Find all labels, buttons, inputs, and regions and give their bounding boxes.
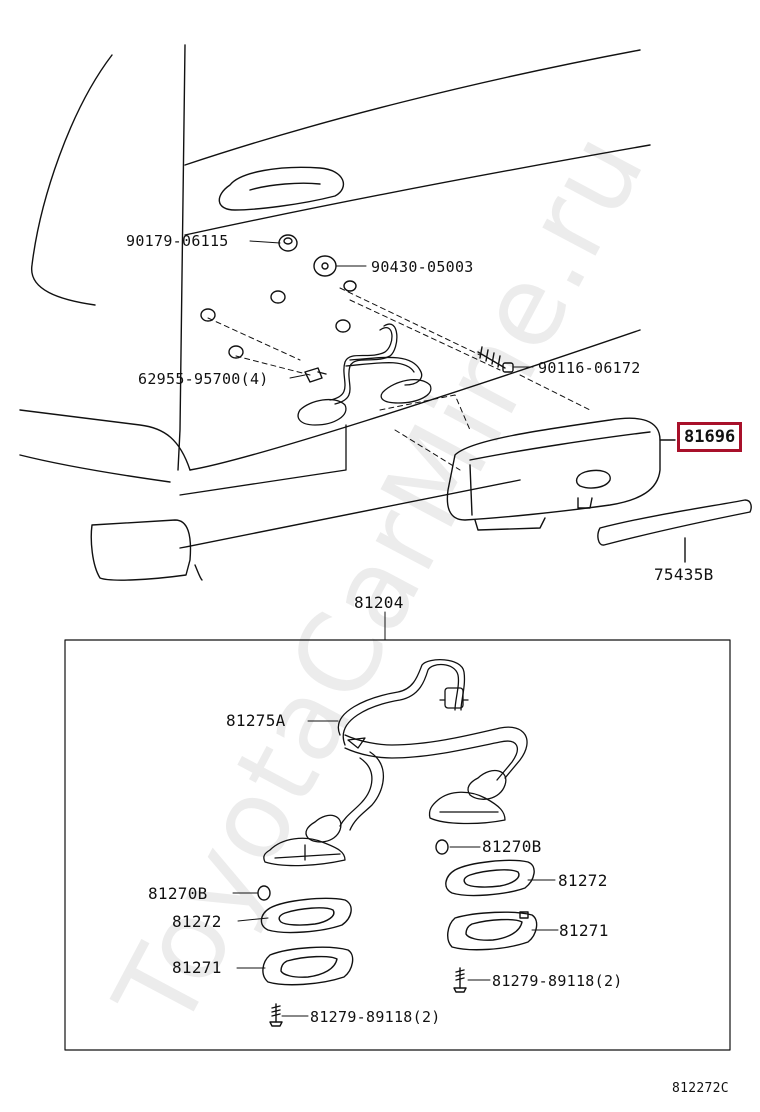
part-label-81696-highlighted[interactable]: 81696: [677, 422, 743, 452]
part-label-81271-right[interactable]: 81271: [559, 921, 609, 940]
part-label-90116-06172[interactable]: 90116-06172: [538, 359, 641, 377]
part-label-81271-left[interactable]: 81271: [172, 958, 222, 977]
bulb-81270b-right: [435, 839, 449, 855]
part-label-81204[interactable]: 81204: [354, 593, 404, 612]
part-label-81272-right[interactable]: 81272: [558, 871, 608, 890]
screw-81279-left: [269, 1003, 283, 1027]
harness-upper: [179, 323, 432, 496]
leader-lines-upper: [249, 240, 534, 379]
screw-90116: [477, 346, 514, 373]
vehicle-back-door: [19, 44, 651, 581]
fastener-90179: [278, 234, 298, 252]
diagram-code: 812272C: [672, 1081, 729, 1096]
leader-lines-lower: [232, 720, 559, 1017]
gasket-81272-right: [445, 859, 535, 897]
part-label-81275a[interactable]: 81275A: [226, 711, 286, 730]
bulb-81270b-left: [257, 885, 271, 901]
clip-62955: [304, 367, 327, 383]
washer-90430: [313, 255, 337, 277]
wire-harness-81275a: [263, 659, 528, 867]
part-label-81279-89118-right[interactable]: 81279-89118(2): [492, 972, 623, 990]
assembly-dashed-lines: [207, 287, 591, 471]
screw-81279-right: [453, 967, 467, 993]
gasket-81272-left: [260, 897, 352, 934]
emblem-75435b: [597, 499, 752, 563]
license-garnish-81696: [446, 417, 676, 531]
part-label-81270b-right[interactable]: 81270B: [482, 837, 542, 856]
part-label-90430-05003[interactable]: 90430-05003: [371, 258, 474, 276]
part-label-81272-left[interactable]: 81272: [172, 912, 222, 931]
cover-81271-left: [262, 946, 354, 986]
part-label-81279-89118-left[interactable]: 81279-89118(2): [310, 1008, 441, 1026]
cover-81271-right: [447, 911, 538, 951]
subassembly-box-81204: [64, 611, 731, 1051]
part-label-90179-06115[interactable]: 90179-06115: [126, 232, 229, 250]
part-label-81270b-left[interactable]: 81270B: [148, 884, 208, 903]
part-label-62955-95700[interactable]: 62955-95700(4): [138, 370, 269, 388]
part-label-75435b[interactable]: 75435B: [654, 565, 714, 584]
